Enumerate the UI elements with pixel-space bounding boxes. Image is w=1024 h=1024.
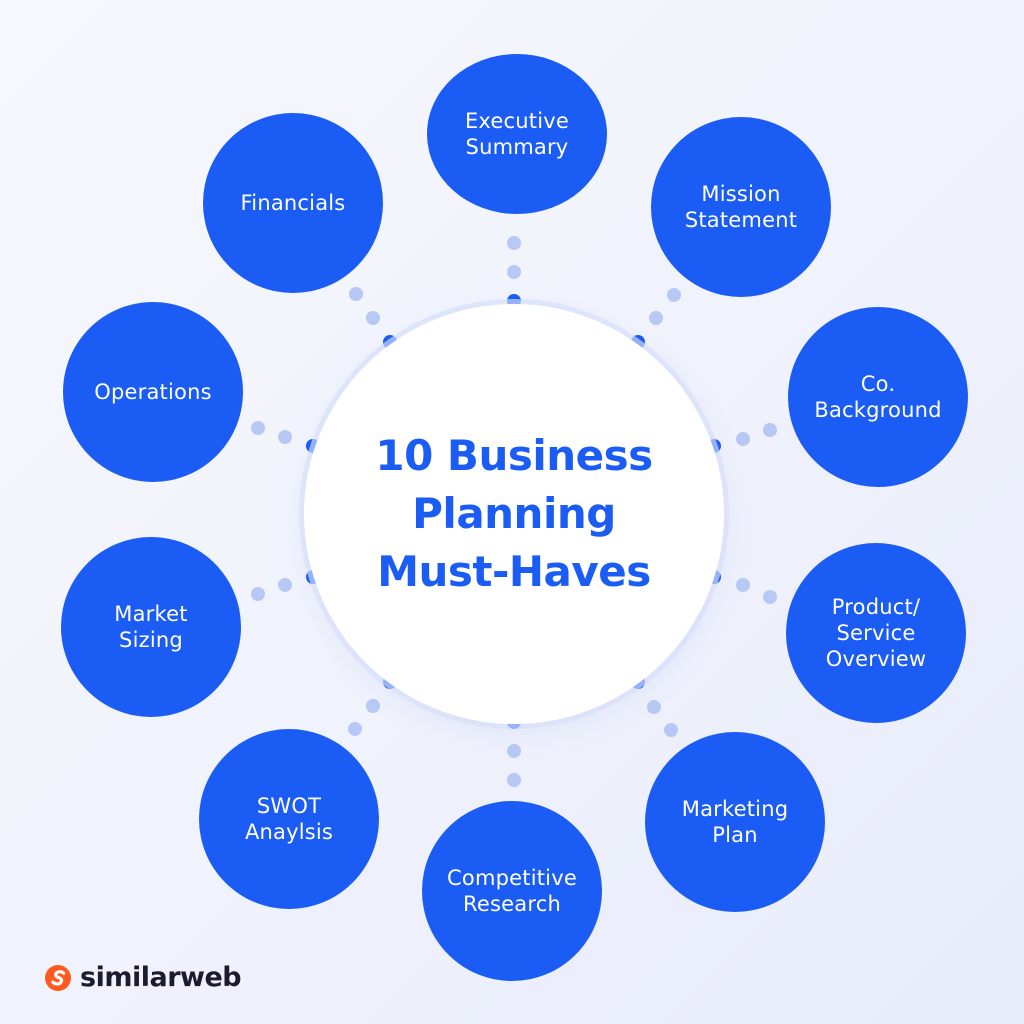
brand-name: similarweb — [80, 962, 242, 993]
node-label: Product/ Service Overview — [825, 595, 927, 671]
node-label: Executive Summary — [464, 109, 570, 159]
connector-dot — [763, 423, 777, 437]
node-label: Co. Background — [814, 372, 942, 422]
connector-dot — [366, 699, 380, 713]
connector-dot — [507, 744, 521, 758]
node-executive-summary: Executive Summary — [427, 54, 607, 214]
connector-dot — [647, 700, 661, 714]
connector-dot — [736, 578, 750, 592]
node-label: Financials — [240, 191, 346, 215]
connector-dot — [507, 265, 521, 279]
connector-dot — [251, 587, 265, 601]
node-market-sizing: Market Sizing — [61, 537, 241, 717]
connector-dot — [278, 578, 292, 592]
connector-dot — [349, 287, 363, 301]
center-circle: 10 Business Planning Must-Haves — [304, 304, 724, 724]
node-label: Mission Statement — [684, 182, 798, 232]
center-title: 10 Business Planning Must-Haves — [375, 431, 653, 596]
node-co-background: Co. Background — [788, 307, 968, 487]
connector-dot — [507, 773, 521, 787]
node-label: Competitive Research — [447, 866, 577, 916]
node-marketing-plan: Marketing Plan — [645, 732, 825, 912]
connector-dot — [763, 590, 777, 604]
connector-dot — [348, 722, 362, 736]
node-operations: Operations — [63, 302, 243, 482]
connector-dot — [507, 236, 521, 250]
node-label: Marketing Plan — [681, 797, 789, 847]
similarweb-logo-icon — [45, 964, 71, 991]
connector-dot — [278, 430, 292, 444]
connector-dot — [664, 723, 678, 737]
node-product-service-overview: Product/ Service Overview — [786, 543, 966, 723]
node-label: Market Sizing — [114, 602, 188, 652]
connector-dot — [667, 288, 681, 302]
node-label: Operations — [94, 380, 212, 404]
brand-logo: similarweb — [44, 962, 242, 993]
connector-dot — [649, 311, 663, 325]
connector-dot — [366, 311, 380, 325]
node-financials: Financials — [203, 113, 383, 293]
connector-dot — [736, 432, 750, 446]
node-mission-statement: Mission Statement — [651, 117, 831, 297]
node-label: SWOT Anaylsis — [244, 794, 334, 844]
connector-dot — [251, 421, 265, 435]
node-swot-analysis: SWOT Anaylsis — [199, 729, 379, 909]
node-competitive-research: Competitive Research — [422, 801, 602, 981]
